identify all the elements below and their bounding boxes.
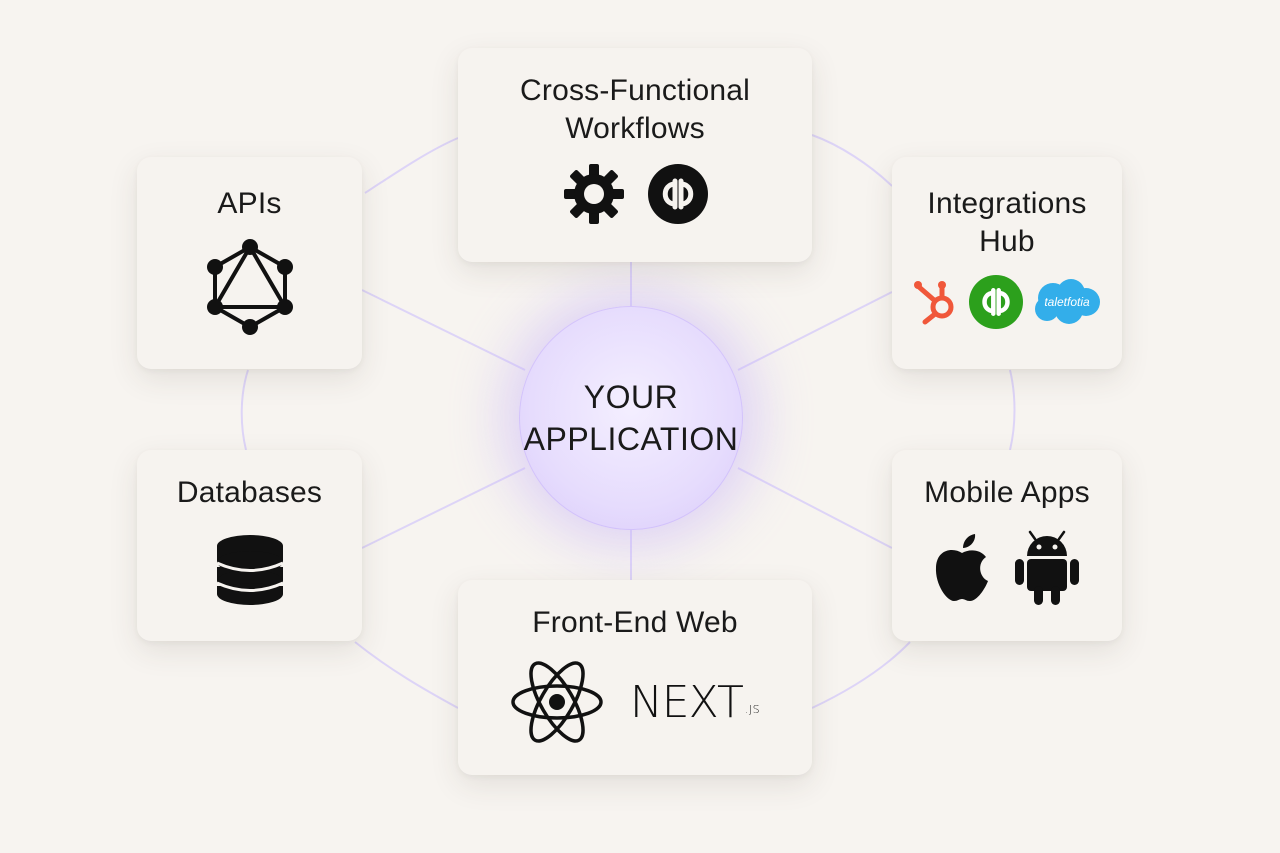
ring-arc-bottom-left: [354, 641, 459, 709]
card-integrations-title: Integrations Hub: [927, 187, 1087, 258]
ring-arc-left: [240, 369, 249, 451]
nextjs-icon: NEXT .JS: [630, 677, 760, 728]
card-mobile: Mobile Apps: [892, 450, 1122, 641]
card-apis: APIs: [137, 157, 362, 369]
card-frontend: Front-End Web NEXT .JS: [458, 580, 812, 775]
card-databases-icons: [215, 534, 285, 606]
react-icon: [511, 661, 603, 743]
card-mobile-title: Mobile Apps: [924, 476, 1090, 509]
card-workflows-title: Cross-Functional Workflows: [520, 74, 750, 145]
hub-label: YOUR APPLICATION: [523, 379, 739, 457]
card-frontend-title: Front-End Web: [532, 606, 738, 639]
salesforce-icon: taletfotia: [1035, 279, 1100, 324]
card-workflows-icons: [562, 162, 708, 226]
graphql-icon: [206, 239, 293, 335]
card-mobile-icons: [933, 530, 1081, 606]
card-apis-title: APIs: [217, 187, 282, 220]
apple-icon: [935, 534, 988, 601]
card-apis-icons: [200, 237, 300, 337]
card-integrations-icons: taletfotia: [911, 275, 1103, 329]
gear-icon: [564, 164, 624, 224]
card-workflows: Cross-Functional Workflows: [458, 48, 812, 262]
card-databases: Databases: [137, 450, 362, 641]
your-application-hub: YOUR APPLICATION: [519, 306, 743, 530]
spoke-mobile: [737, 467, 893, 549]
database-icon: [215, 535, 284, 605]
spoke-integrations: [737, 291, 893, 371]
ring-arc-top-right: [811, 134, 893, 187]
ring-arc-top-left: [364, 137, 459, 194]
android-icon: [1015, 530, 1079, 605]
card-frontend-icons: NEXT .JS: [510, 660, 760, 744]
spoke-apis: [361, 289, 526, 371]
card-integrations: Integrations Hub: [892, 157, 1122, 369]
hubspot-icon: [914, 281, 954, 325]
nextjs-suffix: .JS: [744, 702, 761, 716]
salesforce-text: taletfotia: [1044, 295, 1090, 309]
spoke-databases: [361, 467, 526, 549]
ring-arc-bottom-right: [811, 641, 911, 709]
ring-arc-right: [1009, 369, 1016, 451]
quickbooks-icon: [969, 275, 1023, 329]
quickbooks-icon: [648, 164, 708, 224]
nextjs-wordmark: NEXT: [629, 676, 744, 728]
card-databases-title: Databases: [176, 476, 323, 509]
